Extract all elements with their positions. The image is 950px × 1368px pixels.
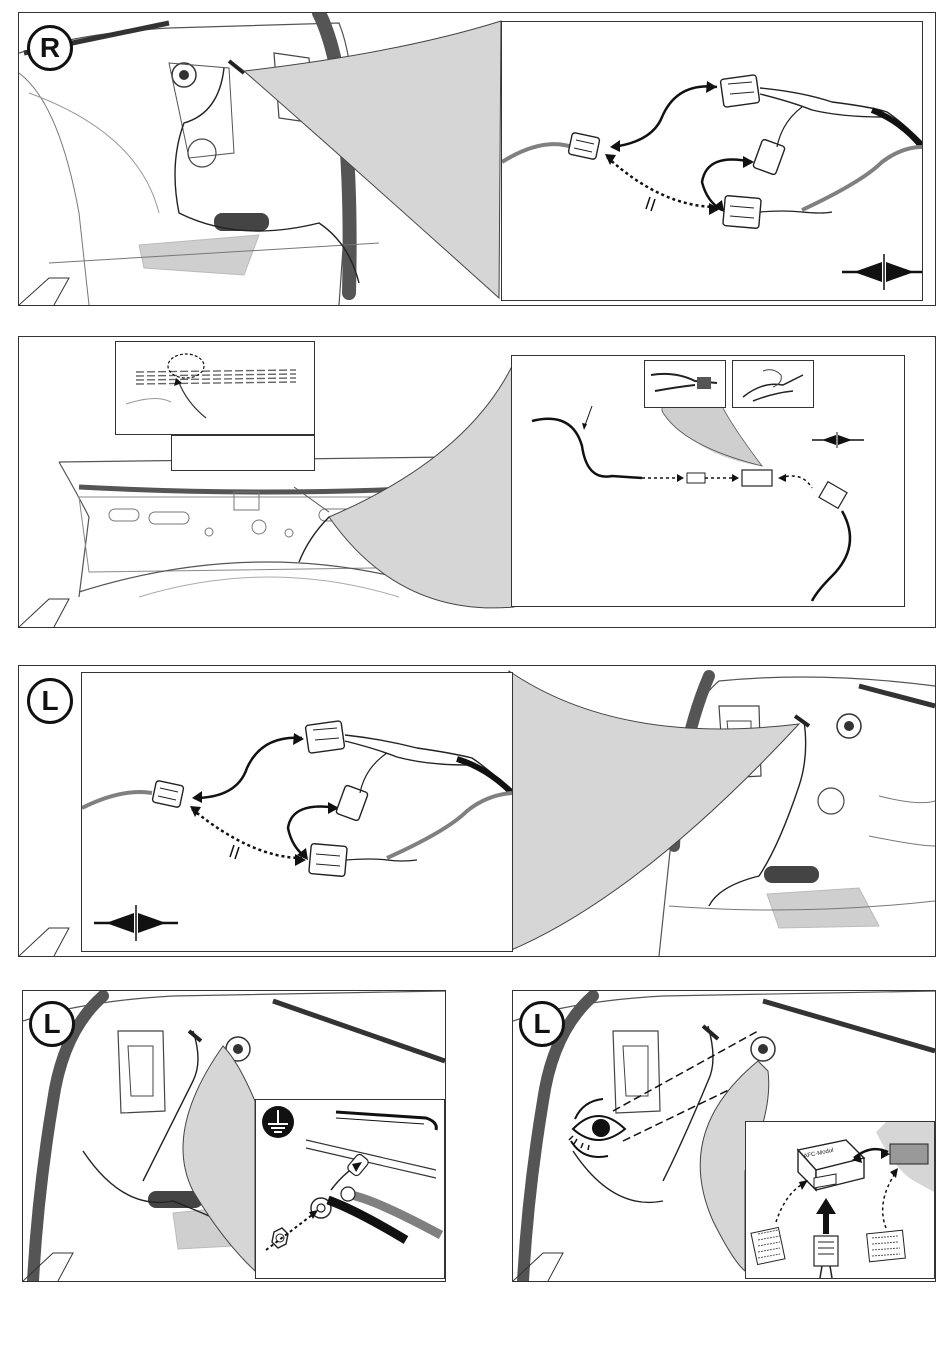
connect-arrows-icon: [94, 905, 178, 941]
zoom-detail-ground: [255, 1099, 445, 1279]
side-badge: L: [29, 1001, 75, 1047]
label-box-empty: [171, 435, 315, 471]
harness-plug: [814, 1236, 838, 1278]
crimping-pliers-icon: [644, 360, 726, 408]
harness-connector-middle: [336, 785, 369, 821]
wire-bundle-split-detail: [116, 342, 314, 434]
ground-terminal-detail: [256, 1100, 444, 1278]
step-panel-ground-connection: L: [22, 990, 446, 1282]
ground-symbol-icon: [262, 1106, 294, 1138]
ring-terminal: [311, 1187, 441, 1240]
zoom-detail-connectors: [81, 672, 513, 952]
afc-module-detail: AFC-Modul: [746, 1122, 934, 1278]
step-panel-afc-module: L AFC-Modul: [512, 990, 936, 1282]
crimp-hand-icon: [732, 360, 814, 408]
harness-connector-bottom: [309, 843, 347, 876]
side-badge: L: [519, 1001, 565, 1047]
connector-mating-detail: [82, 673, 512, 951]
connect-arrows-icon: [842, 254, 922, 290]
nut: [272, 1228, 288, 1248]
zoom-detail-crimp: [511, 355, 905, 607]
foam-pad-left: [751, 1227, 785, 1264]
connect-arrows-icon: [812, 432, 864, 448]
side-badge: R: [27, 25, 73, 71]
eye-icon: [569, 1099, 625, 1157]
vehicle-plug: [568, 132, 600, 159]
foam-pad-right: [867, 1230, 906, 1262]
harness-connector-middle: [753, 139, 786, 175]
connector-mating-detail: [502, 22, 922, 300]
vehicle-plug: [152, 780, 184, 807]
zoom-detail-connectors: [501, 21, 923, 301]
afc-module: AFC-Modul: [798, 1140, 864, 1190]
step-panel-left-connectors: L: [18, 665, 936, 957]
step-panel-crimp-wire: [18, 336, 936, 628]
zoom-detail-module: AFC-Modul: [745, 1121, 935, 1279]
side-badge: L: [27, 678, 73, 724]
step-panel-right-connectors: R: [18, 12, 936, 306]
harness-connector-top: [720, 75, 760, 108]
harness-connector-top: [305, 721, 345, 754]
harness-connector-bottom: [723, 195, 761, 228]
zoom-detail-wire-bundle: [115, 341, 315, 435]
